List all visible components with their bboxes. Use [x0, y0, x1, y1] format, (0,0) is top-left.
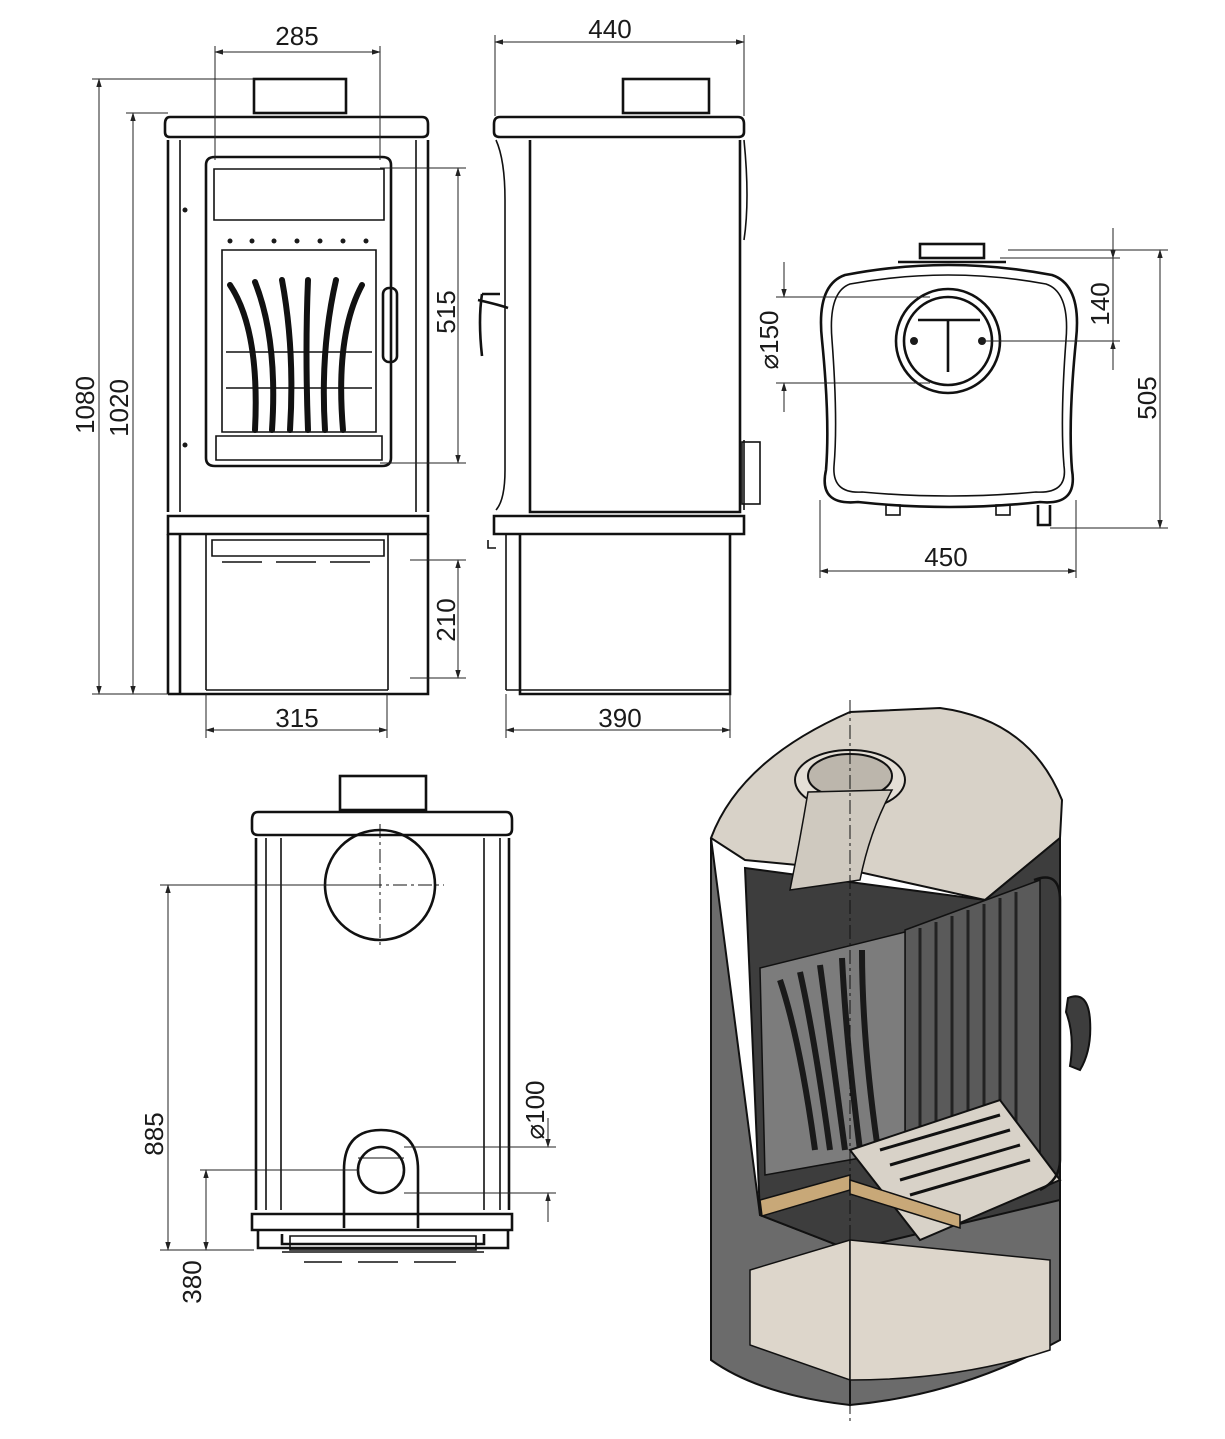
front-door-handle: [381, 286, 399, 364]
dim-height-total: 1080: [70, 376, 100, 434]
dim-rear-outlet-height: 885: [139, 1112, 169, 1155]
front-door-frame: [204, 155, 393, 468]
dim-air-inlet-height: 380: [177, 1260, 207, 1303]
side-view: [477, 77, 761, 696]
dim-door-height: 515: [431, 290, 461, 333]
dim-air-inlet-diameter: ⌀100: [520, 1080, 550, 1139]
dim-plan-depth: 505: [1132, 376, 1162, 419]
side-base-band: [492, 514, 746, 536]
dim-height-body: 1020: [104, 379, 134, 437]
plan-handle-stub: [1036, 505, 1052, 527]
front-flue-collar: [252, 77, 348, 115]
front-side-edges: [166, 140, 430, 512]
cutaway-grate-bars: [879, 1113, 1031, 1197]
dimension-labels: 285 440 1080 1020 515 210 315 390 ⌀150 1…: [70, 14, 1162, 1304]
rear-base-band: [250, 1212, 514, 1232]
dim-base-height: 210: [431, 598, 461, 641]
plan-flue-top: [918, 242, 986, 260]
rear-pedestal: [256, 1230, 510, 1250]
dim-front-base-width: 315: [275, 703, 318, 733]
rear-air-inlet-loop: [342, 1128, 420, 1228]
front-pedestal: [166, 534, 430, 696]
front-door-top-baffle: [213, 168, 385, 221]
side-top-plate: [492, 115, 746, 139]
rear-top-plate: [250, 810, 514, 837]
dim-flue-diameter: ⌀150: [754, 310, 784, 369]
rear-view: [250, 774, 514, 1263]
dim-side-top-width: 440: [588, 14, 631, 44]
plan-top-outline: [819, 263, 1079, 509]
cutaway-door-edge: [1033, 876, 1062, 1192]
front-body-base-band: [166, 514, 430, 536]
front-door-glass: [221, 249, 377, 433]
side-flue-collar: [621, 77, 711, 115]
front-view: [163, 77, 430, 696]
plan-view: [819, 242, 1079, 527]
cutaway-flue-pipe: [789, 789, 894, 891]
cutaway-pedestal-right: [849, 1239, 1051, 1381]
dim-side-base-width: 390: [598, 703, 641, 733]
front-top-plate: [163, 115, 430, 139]
front-glass-flames: [227, 277, 365, 433]
rear-flue-collar: [338, 774, 428, 812]
dimension-lines: [92, 35, 1168, 1251]
front-ash-tray: [211, 539, 385, 557]
cutaway-view: [709, 700, 1092, 1425]
dim-plan-width: 450: [924, 542, 967, 572]
front-door-rivets: [227, 238, 369, 244]
cutaway-door-handle: [1064, 995, 1092, 1072]
side-pedestal: [518, 534, 732, 696]
dim-front-top-width: 285: [275, 21, 318, 51]
side-panel: [528, 140, 742, 514]
cutaway-flames: [777, 949, 881, 1151]
side-door-handle: [477, 292, 509, 357]
rear-air-inlet: [356, 1145, 406, 1195]
dim-flue-offset: 140: [1085, 282, 1115, 325]
plan-flue-baffle: [918, 318, 980, 372]
